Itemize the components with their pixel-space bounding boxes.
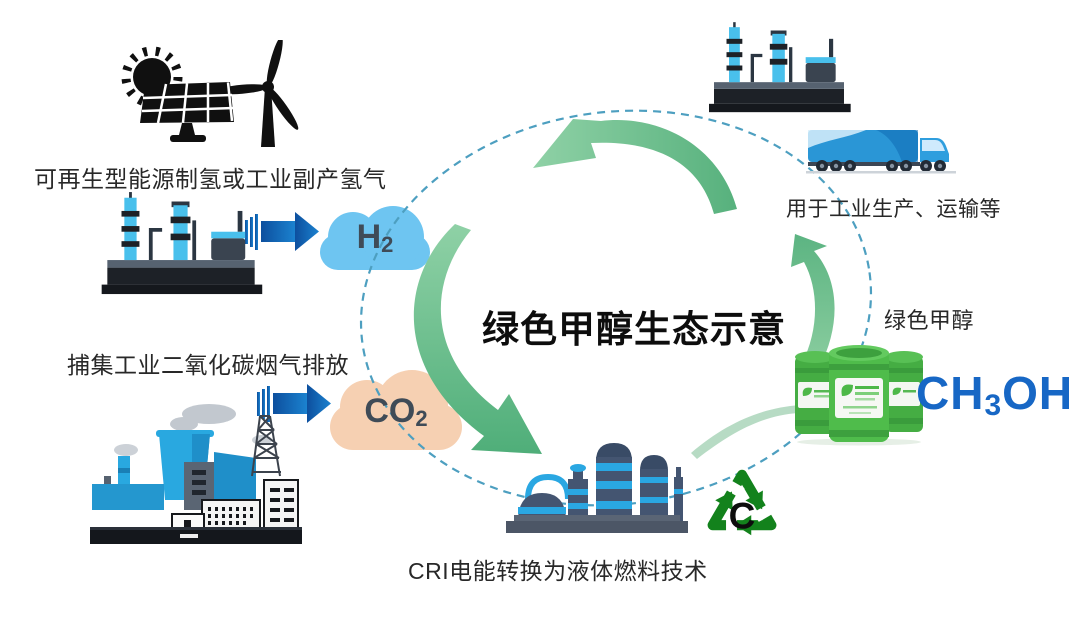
green-swoosh [691,405,800,459]
diagram-title: 绿色甲醇生态示意 [482,309,786,350]
truck-icon [806,130,956,174]
refinery-icon-left [96,192,266,296]
chemical-plant-icon [506,443,688,533]
label-green-methanol: 绿色甲醇 [884,308,975,333]
ch3oh-formula: CH3OH [916,367,1074,422]
carbon-recycle-icon: C [707,469,777,537]
label-industrial-usage: 用于工业生产、运输等 [786,198,1001,221]
green-cycle-arrow-top [533,119,737,214]
co2-formula: CO2 [364,392,428,431]
refinery-icon-top-right [704,22,854,114]
methanol-barrels-icon [795,345,923,446]
label-co2-capture: 捕集工业二氧化碳烟气排放 [67,352,349,378]
factory-icon [90,404,302,544]
recycle-carbon-letter: C [729,496,756,537]
label-cri-technology: CRI电能转换为液体燃料技术 [408,558,708,584]
solar-wind-icon [121,40,299,147]
label-renewable-hydrogen: 可再生型能源制氢或工业副产氢气 [34,166,387,192]
h2-formula: H2 [356,218,394,257]
